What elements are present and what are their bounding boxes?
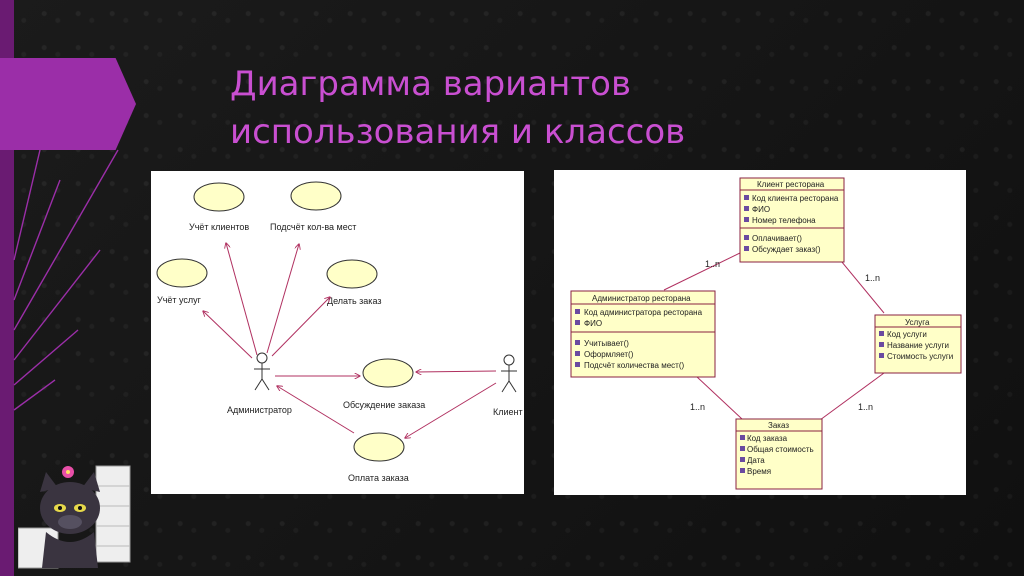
label-make-order: Делать заказ bbox=[327, 296, 381, 306]
class-restaurant-admin: Администратор ресторана Код администрато… bbox=[570, 290, 716, 378]
use-case-pay-order bbox=[353, 432, 405, 462]
label-services-accounting: Учёт услуг bbox=[157, 295, 202, 305]
admin-member-icons bbox=[575, 309, 580, 367]
order-attr-3: Дата bbox=[747, 456, 765, 465]
use-case-diagram: Учёт клиентов Подсчёт кол-ва мест Учёт у… bbox=[156, 181, 523, 483]
use-case-services-accounting bbox=[156, 258, 208, 288]
mult-service-order: 1..n bbox=[858, 402, 873, 412]
use-case-diagram-panel: Учёт клиентов Подсчёт кол-ва мест Учёт у… bbox=[151, 171, 524, 494]
slide-title: Диаграмма вариантов использования и клас… bbox=[230, 60, 990, 156]
service-attr-2: Название услуги bbox=[887, 341, 949, 350]
order-attr-2: Общая стоимость bbox=[747, 445, 814, 454]
service-member-icons bbox=[879, 331, 884, 358]
client-method-1: Оплачивает() bbox=[752, 234, 802, 243]
admin-method-3: Подсчёт количества мест() bbox=[584, 361, 684, 370]
admin-attr-2: ФИО bbox=[584, 319, 602, 328]
admin-attr-1: Код администратора ресторана bbox=[584, 308, 703, 317]
panther-mascot-icon bbox=[18, 465, 131, 569]
service-attr-3: Стоимость услуги bbox=[887, 352, 953, 361]
client-method-2: Обсуждает заказ() bbox=[752, 245, 821, 254]
mult-admin-order: 1..n bbox=[690, 402, 705, 412]
decorative-lines bbox=[13, 149, 119, 411]
title-arrow-shape bbox=[0, 58, 136, 150]
service-attr-1: Код услуги bbox=[887, 330, 927, 339]
order-attr-1: Код заказа bbox=[747, 434, 788, 443]
class-diagram: 1..n 1..n 1..n 1..n Клиент ресторана Код… bbox=[570, 177, 962, 490]
class-service-name: Услуга bbox=[905, 318, 930, 327]
use-case-discuss-order bbox=[362, 358, 414, 388]
label-seat-count: Подсчёт кол-ва мест bbox=[270, 222, 356, 232]
class-diagram-panel: 1..n 1..n 1..n 1..n Клиент ресторана Код… bbox=[554, 170, 966, 495]
class-client-name: Клиент ресторана bbox=[757, 180, 825, 189]
class-service: Услуга Код услуги Название услуги Стоимо… bbox=[874, 314, 962, 374]
class-order-name: Заказ bbox=[768, 421, 789, 430]
client-member-icons bbox=[744, 195, 749, 251]
label-discuss-order: Обсуждение заказа bbox=[343, 400, 425, 410]
use-case-seat-count bbox=[290, 181, 342, 211]
client-attr-3: Номер телефона bbox=[752, 216, 816, 225]
title-line-2: использования и классов bbox=[230, 112, 686, 152]
use-case-make-order bbox=[326, 259, 378, 289]
mult-admin-client: 1..n bbox=[705, 259, 720, 269]
actor-admin-icon bbox=[254, 352, 270, 391]
class-admin-name: Администратор ресторана bbox=[592, 294, 691, 303]
order-attr-4: Время bbox=[747, 467, 771, 476]
class-restaurant-client: Клиент ресторана Код клиента ресторана Ф… bbox=[739, 177, 845, 263]
use-case-clients-accounting bbox=[193, 182, 245, 212]
label-pay-order: Оплата заказа bbox=[348, 473, 409, 483]
client-attr-1: Код клиента ресторана bbox=[752, 194, 839, 203]
client-attr-2: ФИО bbox=[752, 205, 770, 214]
label-admin: Администратор bbox=[227, 405, 292, 415]
actor-client-icon bbox=[501, 354, 517, 393]
admin-method-1: Учитывает() bbox=[584, 339, 629, 348]
mult-client-service: 1..n bbox=[865, 273, 880, 283]
label-clients-accounting: Учёт клиентов bbox=[189, 222, 249, 232]
title-line-1: Диаграмма вариантов bbox=[230, 64, 631, 104]
class-order: Заказ Код заказа Общая стоимость Дата Вр… bbox=[735, 418, 823, 490]
use-case-associations bbox=[203, 243, 497, 438]
label-client: Клиент bbox=[493, 407, 523, 417]
order-member-icons bbox=[740, 435, 745, 473]
admin-method-2: Оформляет() bbox=[584, 350, 634, 359]
